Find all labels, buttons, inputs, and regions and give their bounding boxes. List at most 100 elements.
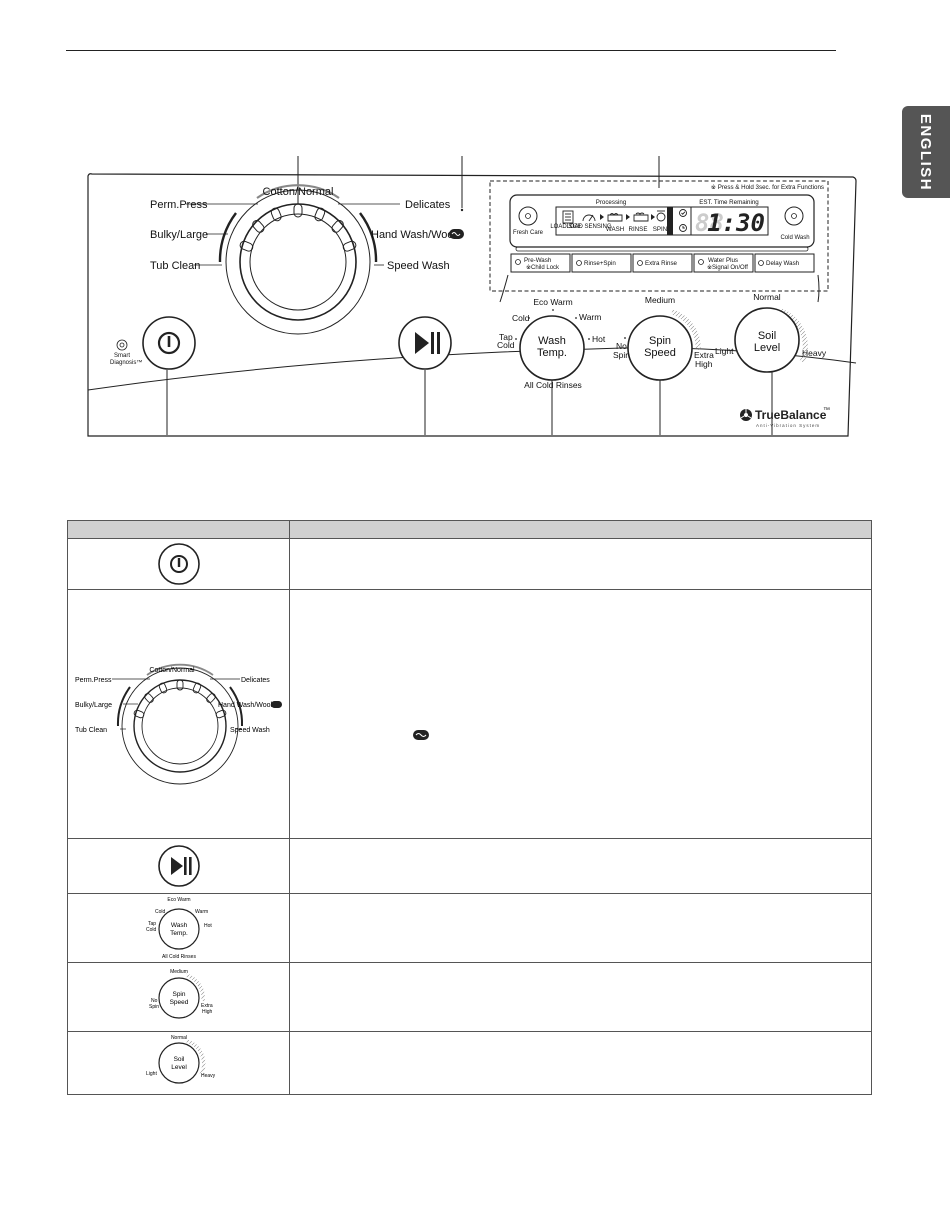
soil-level-knob[interactable]	[734, 307, 808, 373]
truebalance-logo-icon	[740, 409, 752, 421]
brand-name: TrueBalance	[755, 408, 827, 422]
fresh-care-button[interactable]	[518, 206, 538, 226]
spin-no-spin-1: No	[616, 341, 627, 351]
icon-spin-no-1: No	[151, 998, 158, 1004]
pre-wash-button[interactable]	[515, 259, 521, 265]
icon-soil-normal: Normal	[170, 1035, 186, 1041]
icon-wash-temp-2: Temp.	[170, 930, 188, 937]
delay-wash-button[interactable]	[758, 260, 764, 266]
spin-speed-icon: Spin Speed Medium No Spin Extra High	[149, 969, 213, 1019]
power-button[interactable]	[142, 316, 196, 370]
table-row-spin-speed: Spin Speed Medium No Spin Extra High	[67, 962, 872, 1032]
bracket-lines	[499, 274, 820, 303]
cold-wash-button[interactable]	[784, 206, 804, 226]
option-button-row	[510, 253, 815, 273]
cycle-hand-wash-wool: Hand Wash/Wool	[371, 229, 456, 241]
cycle-dial-icon-cell: Cotton/Normal Perm.Press Delicates Bulky…	[67, 589, 290, 839]
delay-wash-label: Delay Wash	[766, 260, 800, 267]
stage-rinse: RINSE	[629, 226, 648, 233]
table-header-row	[67, 520, 872, 539]
language-tab[interactable]: ENGLISH	[902, 106, 950, 198]
table-header-description	[289, 520, 872, 539]
rinse-spin-label: Rinse+Spin	[584, 260, 616, 267]
soil-level-label-1: Soil	[758, 330, 776, 342]
temp-tap-cold-1: Tap	[499, 332, 513, 342]
table-row-power	[67, 538, 872, 590]
wash-temp-label-1: Wash	[538, 335, 566, 347]
table-header-feature	[67, 520, 290, 539]
icon-spin-no-2: Spin	[149, 1004, 159, 1010]
start-pause-button[interactable]	[398, 316, 452, 370]
display-panel	[509, 194, 815, 252]
pre-wash-label: Pre-Wash	[524, 257, 552, 264]
est-time-label: EST. Time Remaining	[699, 199, 759, 206]
brand-tagline: Anti-Vibration System	[756, 423, 820, 428]
wash-temp-knob[interactable]	[519, 315, 585, 381]
wash-temp-icon: Wash Temp. Eco Warm Cold Warm Tap Cold H…	[146, 897, 212, 960]
icon-temp-tap-1: Tap	[148, 921, 156, 927]
cycle-dial[interactable]	[186, 184, 400, 335]
extra-rinse-label: Extra Rinse	[645, 260, 678, 267]
spin-speed-icon-cell: Spin Speed Medium No Spin Extra High	[67, 962, 290, 1032]
icon-cycle-delicates: Delicates	[241, 677, 270, 684]
spin-no-spin-2: Spin	[613, 350, 630, 360]
spin-speed-label-2: Speed	[644, 347, 676, 359]
cycle-speed-wash: Speed Wash	[387, 260, 450, 272]
water-plus-button[interactable]	[698, 259, 704, 265]
wool-icon	[413, 730, 429, 740]
icon-temp-eco-warm: Eco Warm	[167, 897, 190, 903]
spin-speed-description	[289, 962, 872, 1032]
load-sensing-icon	[582, 214, 596, 222]
rinse-spin-button[interactable]	[576, 260, 582, 266]
spin-medium: Medium	[645, 295, 675, 305]
icon-soil-level-1: Soil	[173, 1056, 184, 1063]
power-icon-cell	[67, 538, 290, 590]
language-tab-label: ENGLISH	[917, 113, 935, 191]
cycle-dial-description	[289, 589, 872, 839]
temp-hot: Hot	[592, 334, 606, 344]
table-row-start-pause	[67, 838, 872, 894]
smart-diagnosis-label-2: Diagnosis™	[110, 359, 142, 366]
start-pause-icon-cell	[67, 838, 290, 894]
arrow-icon	[626, 214, 630, 220]
arrow-icon	[651, 214, 655, 220]
cycle-bulky-large: Bulky/Large	[150, 229, 208, 241]
extra-rinse-button[interactable]	[637, 260, 643, 266]
icon-soil-level-2: Level	[171, 1064, 187, 1071]
smart-diagnosis-label-1: Smart	[114, 353, 130, 359]
table-row-soil-level: Soil Level Normal Light Heavy	[67, 1031, 872, 1095]
water-plus-label: Water Plus	[708, 257, 738, 264]
cycle-delicates: Delicates	[405, 199, 451, 211]
stage-load-size: LOAD SIZE	[550, 224, 581, 230]
control-panel-figure: Cotton/Normal Perm.Press Delicates Bulky…	[82, 150, 872, 440]
features-table: Cotton/Normal Perm.Press Delicates Bulky…	[67, 520, 872, 1095]
temp-cold: Cold	[512, 313, 530, 323]
icon-spin-medium: Medium	[170, 969, 188, 975]
extra-functions-note: ※ Press & Hold 3sec. for Extra Functions	[711, 184, 824, 191]
start-pause-description	[289, 838, 872, 894]
table-row-cycle-dial: Cotton/Normal Perm.Press Delicates Bulky…	[67, 589, 872, 839]
load-size-icon	[562, 210, 574, 224]
icon-cycle-hand-wash-wool: Hand Wash/Wool	[218, 702, 273, 709]
time-ghost-digits: 88	[695, 209, 724, 237]
icon-spin-extra-2: High	[202, 1009, 213, 1015]
timer-icons	[679, 209, 687, 232]
fresh-care-label: Fresh Care	[513, 230, 544, 236]
wash-icon	[607, 213, 623, 222]
brand-tm: ™	[823, 407, 830, 414]
temp-tap-cold-2: Cold	[497, 340, 515, 350]
icon-temp-tap-2: Cold	[146, 927, 157, 933]
arrow-icon	[600, 214, 604, 220]
icon-soil-heavy: Heavy	[201, 1073, 216, 1079]
icon-temp-warm: Warm	[195, 909, 208, 915]
cold-wash-label: Cold Wash	[780, 235, 809, 241]
cycle-perm-press: Perm.Press	[150, 199, 208, 211]
cycle-cotton-normal: Cotton/Normal	[263, 186, 334, 198]
soil-light: Light	[715, 346, 734, 356]
power-icon	[157, 543, 200, 585]
spin-speed-knob[interactable]	[627, 309, 701, 381]
callout-lines	[166, 156, 773, 435]
table-row-wash-temp: Wash Temp. Eco Warm Cold Warm Tap Cold H…	[67, 893, 872, 963]
cycle-tub-clean: Tub Clean	[150, 260, 200, 272]
spin-speed-label-1: Spin	[649, 335, 671, 347]
